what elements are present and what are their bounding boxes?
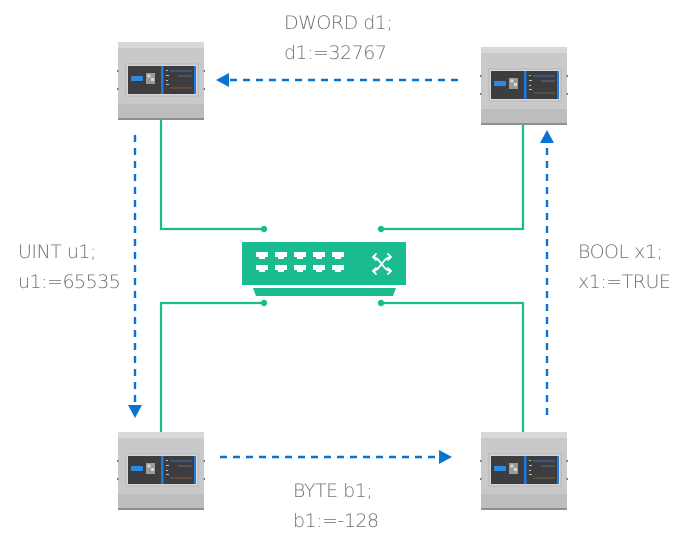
cable-bottom-left [159, 301, 264, 432]
switch-port-icon [256, 265, 268, 272]
plc-device-bottom-left [116, 431, 206, 511]
switch-port-icon [313, 265, 325, 272]
arrowhead-left-icon [216, 73, 229, 87]
variable-declaration: BOOL x1; [578, 241, 663, 263]
cable-bottom-right [381, 301, 525, 432]
variable-assignment: x1:=TRUE [578, 271, 671, 293]
transfer-label-top: DWORD d1; d1:=32767 [284, 8, 393, 68]
arrowhead-right-icon [439, 450, 452, 464]
network-switch [242, 242, 406, 296]
arrowhead-down-icon [128, 405, 142, 418]
variable-assignment: u1:=65535 [18, 271, 121, 293]
switch-port-icon [313, 252, 325, 259]
port-dot-top-left [260, 225, 268, 233]
switch-port-icon [332, 252, 344, 259]
switch-port-icon [256, 252, 268, 259]
variable-assignment: b1:=-128 [293, 510, 379, 532]
transfer-label-right: BOOL x1; x1:=TRUE [578, 237, 671, 297]
cable-top-right [381, 125, 525, 231]
switch-port-icon [294, 265, 306, 272]
variable-assignment: d1:=32767 [284, 42, 387, 64]
port-dot-top-right [377, 225, 385, 233]
variable-declaration: BYTE b1; [293, 480, 373, 502]
network-cables [159, 120, 525, 432]
transfer-label-left: UINT u1; u1:=65535 [18, 237, 121, 297]
switch-port-icon [332, 265, 344, 272]
cable-top-left [159, 120, 264, 231]
shuffle-arrows-icon [371, 253, 393, 275]
switch-port-icon [294, 252, 306, 259]
port-dot-bottom-right [377, 299, 385, 307]
transfer-label-bottom: BYTE b1; b1:=-128 [293, 476, 379, 536]
plc-device-bottom-right [479, 431, 569, 511]
switch-port-icon [275, 252, 287, 259]
port-dot-bottom-left [260, 299, 268, 307]
variable-declaration: UINT u1; [18, 241, 96, 263]
variable-declaration: DWORD d1; [284, 12, 393, 34]
plc-device-top-right [479, 46, 569, 126]
arrowhead-up-icon [540, 130, 554, 143]
switch-port-icon [275, 265, 287, 272]
plc-device-top-left [116, 41, 206, 121]
switch-ports [256, 252, 344, 272]
